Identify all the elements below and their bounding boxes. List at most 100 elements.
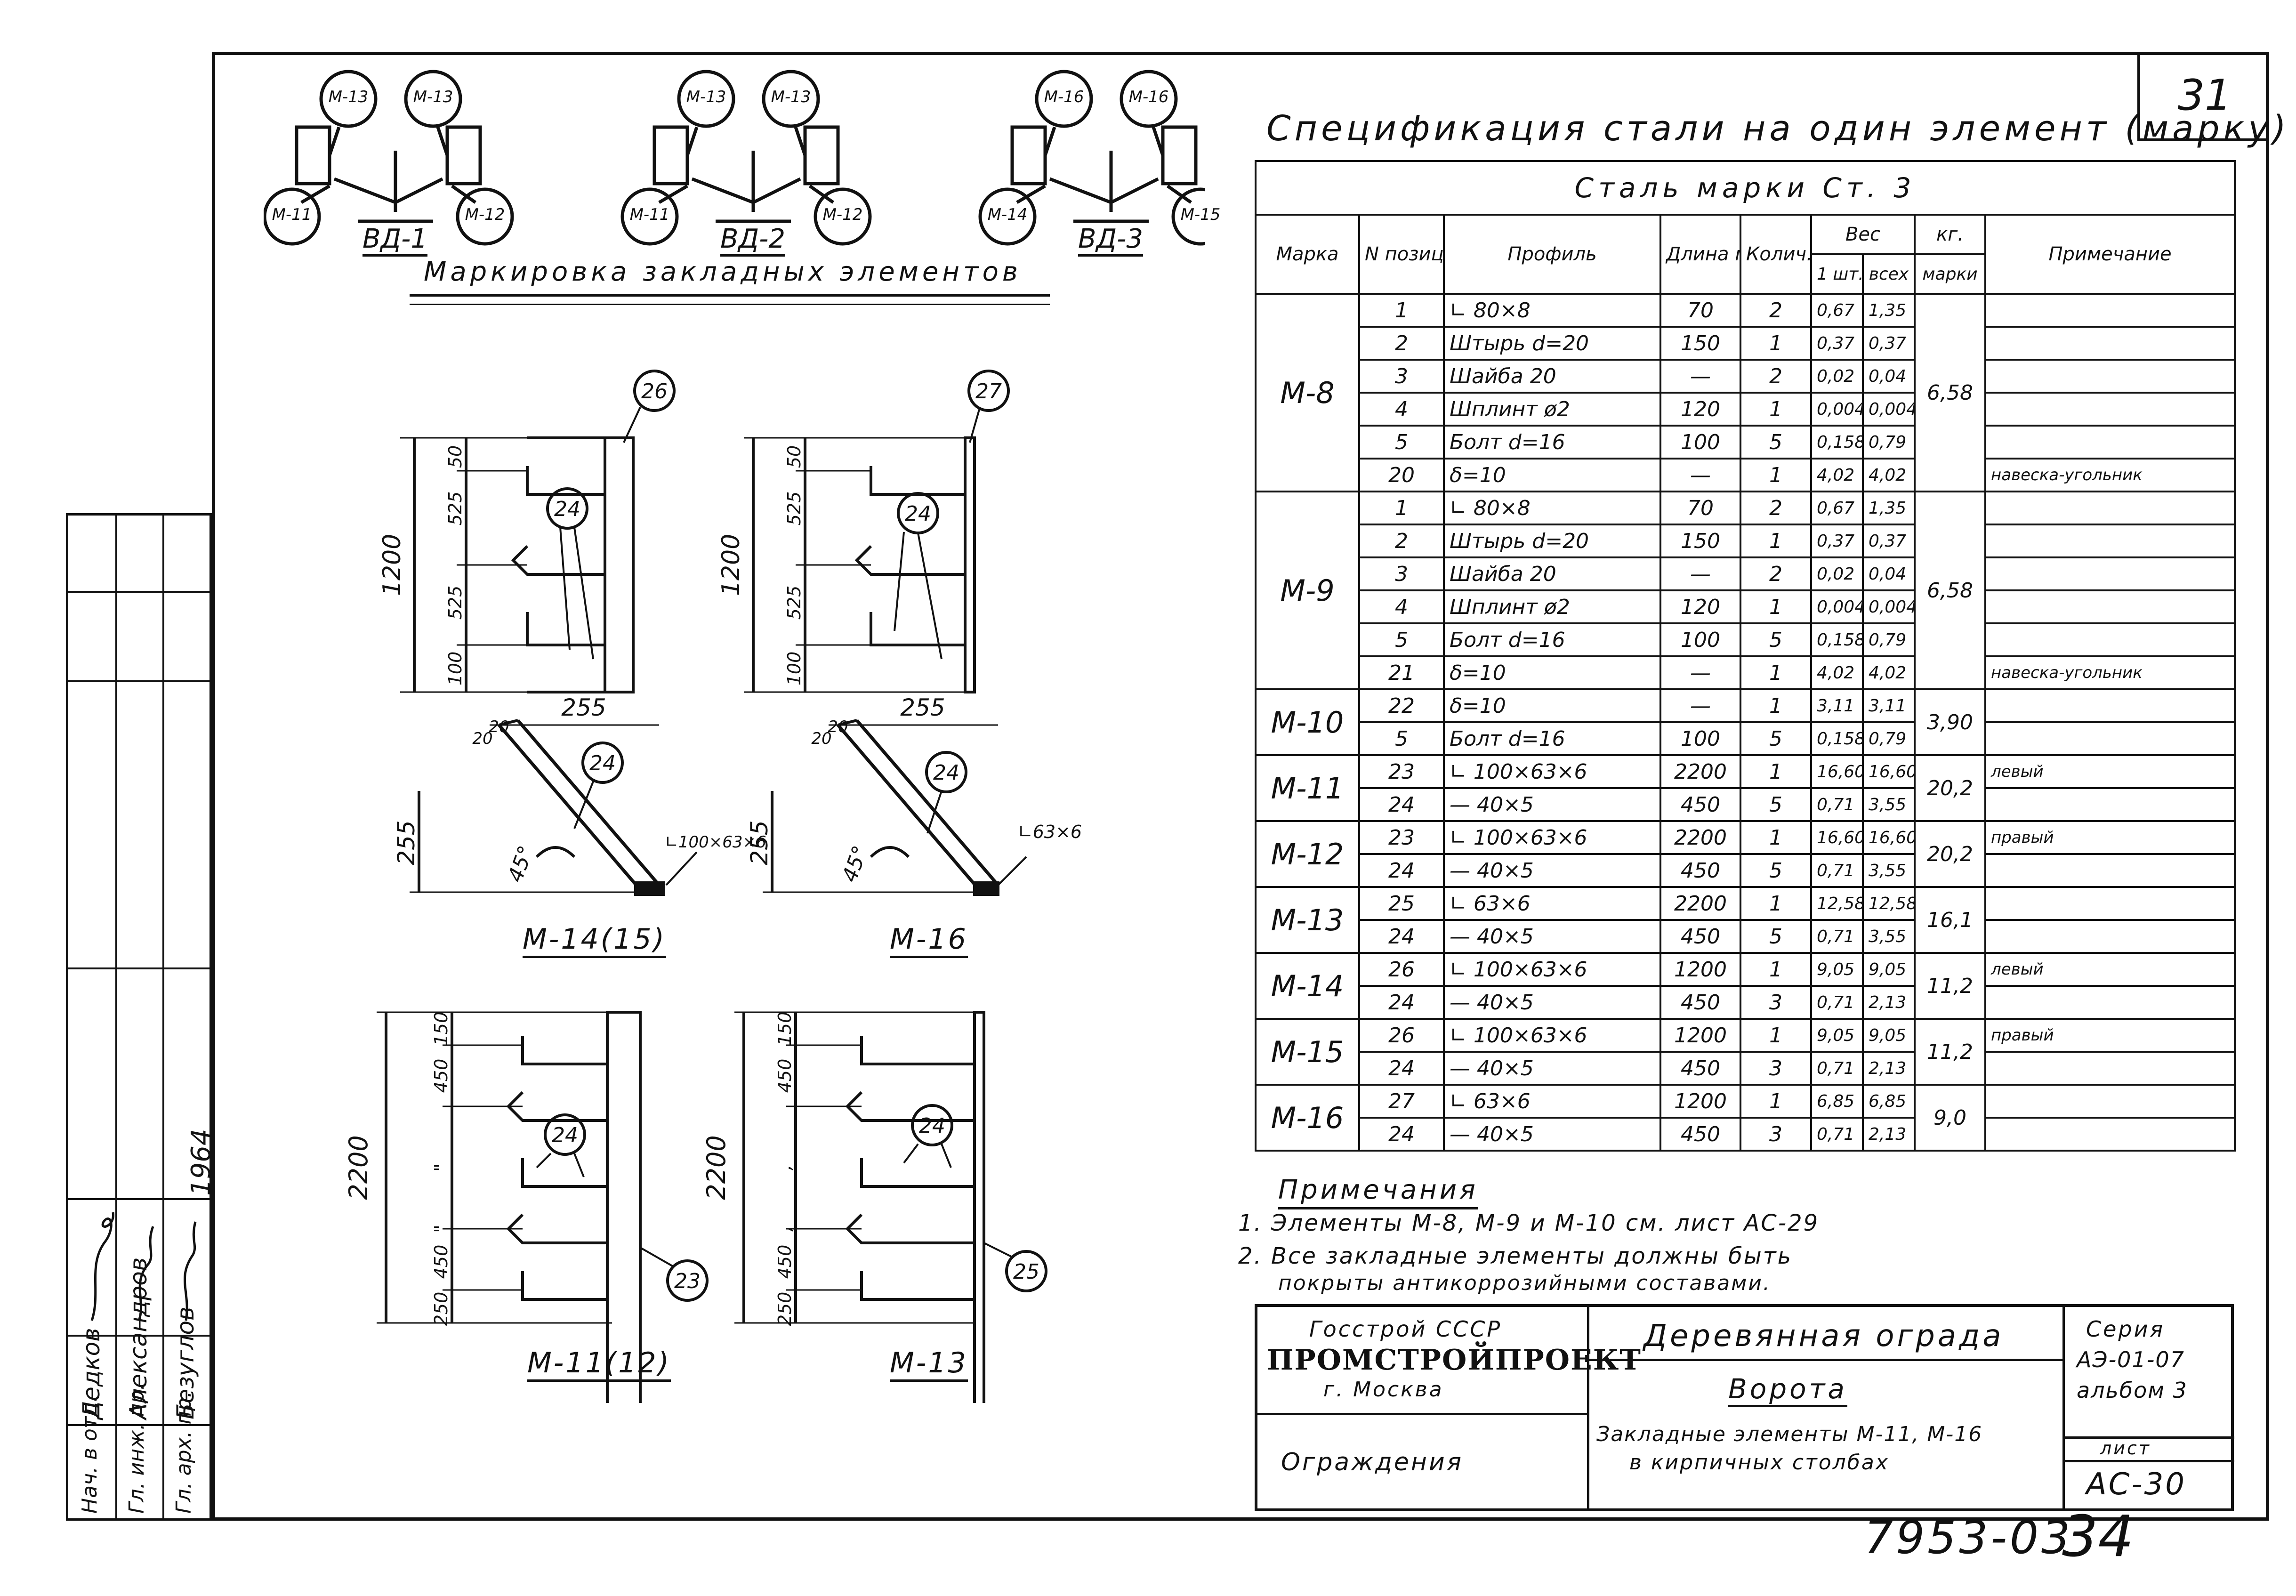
drawing-frame [212,52,2269,1521]
hdr-length: Длина мм [1660,214,1741,295]
spec-cell-length: — [1660,655,1741,690]
spec-cell-note [1984,721,2236,756]
dim-ditto-b: " [431,1225,451,1233]
spec-cell-profile: Шайба 20 [1443,359,1661,394]
spec-cell-profile: Болт d=16 [1443,721,1661,756]
spec-cell-note [1984,787,2236,822]
spec-cell-note [1984,919,2236,954]
spec-cell-note [1984,524,2236,558]
marking-label-top_right: М-13 [413,88,453,106]
spec-mark: М-16 [1255,1084,1360,1152]
dim-20-a: 20 [472,729,492,748]
marking-circle-bottom_left [978,187,1037,246]
spec-cell-note [1984,1117,2236,1152]
signature-1 [90,1212,114,1321]
marking-stroke-0 [300,184,330,204]
spec-cell-note [1984,491,2236,525]
spec-cell-length: 450 [1660,787,1741,822]
spec-cell-w1: 0,67 [1810,491,1864,525]
dim-100-b: 100 [784,652,805,686]
dim-150-a: 150 [431,1012,451,1046]
tb-drawing-2: в кирпичных столбах [1629,1451,1889,1475]
spec-cell-wall: 3,55 [1862,787,1916,822]
spec-mark: М-11 [1255,754,1360,822]
callout-24-f: 24 [919,1114,945,1138]
spec-cell-note [1984,326,2236,361]
spec-cell-qty: 3 [1740,985,1812,1020]
caption-m14-15: М-14(15) [523,923,666,958]
spec-cell-profile: ∟ 100×63×6 [1443,952,1661,987]
spec-cell-qty: 2 [1740,293,1812,328]
marking-group-label: ВД-2 [720,224,786,257]
sheet-number: 31 [2137,52,2269,141]
spec-cell-pos: 27 [1358,1084,1445,1119]
spec-cell-w1: 16,60 [1810,820,1864,855]
dim-450-b: 450 [431,1245,451,1279]
spec-cell-pos: 1 [1358,293,1445,328]
plate-bottom-right [734,1011,1047,1403]
spec-cell-length: 150 [1660,326,1741,361]
marking-caption: Маркировка закладных элементов [424,257,1022,287]
spec-cell-profile: Штырь d=20 [1443,524,1661,558]
diagonal-left [410,719,698,896]
spec-mark-total: 6,58 [1914,293,1986,492]
dim-525-b: 525 [445,586,466,620]
spec-cell-length: 100 [1660,622,1741,657]
spec-cell-wall: 4,02 [1862,458,1916,492]
hdr-mark: Марка [1255,214,1360,295]
spec-cell-qty: 3 [1740,1051,1812,1086]
spec-cell-w1: 0,37 [1810,326,1864,361]
spec-mark: М-8 [1255,293,1360,492]
dim-50-a: 50 [445,445,466,468]
spec-cell-length: 450 [1660,919,1741,954]
plate-top-right [744,370,1010,693]
marking-stroke-2 [1152,126,1165,156]
spec-cell-w1: 0,158 [1810,721,1864,756]
hdr-all: всех [1862,253,1916,295]
signature-2 [137,1226,154,1321]
dim-250-a: 250 [431,1292,451,1326]
spec-cell-wall: 16,60 [1862,820,1916,855]
spec-cell-qty: 1 [1740,589,1812,624]
spec-cell-note [1984,589,2236,624]
spec-cell-wall: 0,37 [1862,524,1916,558]
spec-cell-pos: 24 [1358,1051,1445,1086]
spec-cell-qty: 2 [1740,359,1812,394]
marking-circle-top_right [404,70,462,128]
dim-525-a: 525 [445,492,466,526]
spec-mark-total: 6,58 [1914,491,1986,690]
stamp-name-1: Дедков [78,1328,105,1419]
marking-caption-underline-2 [410,304,1050,305]
spec-cell-wall: 0,79 [1862,622,1916,657]
spec-cell-w1: 0,67 [1810,293,1864,328]
spec-cell-profile: — 40×5 [1443,787,1661,822]
spec-cell-note: левый [1984,952,2236,987]
marking-circle-top_left [319,70,378,128]
dim-255-w-b: 255 [900,694,945,721]
spec-cell-note [1984,1084,2236,1119]
marking-stroke-2 [1110,177,1159,204]
marking-circle-bottom_right [456,187,514,246]
angle-45-a: 45° [503,843,539,886]
marking-circle-bottom_left [620,187,679,246]
callout-25: 25 [1013,1260,1039,1284]
marking-label-bottom_left: М-11 [629,205,670,224]
marking-label-bottom_right: М-12 [822,205,863,224]
spec-cell-length: 120 [1660,589,1741,624]
spec-cell-profile: δ=10 [1443,688,1661,723]
spec-table-wrap: Сталь марки Ст. 3 Марка N позиц Профиль … [1254,160,2236,1152]
marking-stroke-1 [752,177,801,204]
spec-cell-wall: 0,004 [1862,392,1916,427]
spec-cell-wall: 2,13 [1862,985,1916,1020]
spec-cell-length: 1200 [1660,1018,1741,1053]
spec-cell-note [1984,886,2236,921]
tb-series-1: АЭ-01-07 [2077,1347,2185,1372]
marking-label-bottom_left: М-11 [272,205,312,224]
spec-cell-qty: 1 [1740,886,1812,921]
spec-cell-w1: 0,37 [1810,524,1864,558]
spec-cell-qty: 5 [1740,787,1812,822]
spec-cell-pos: 20 [1358,458,1445,492]
